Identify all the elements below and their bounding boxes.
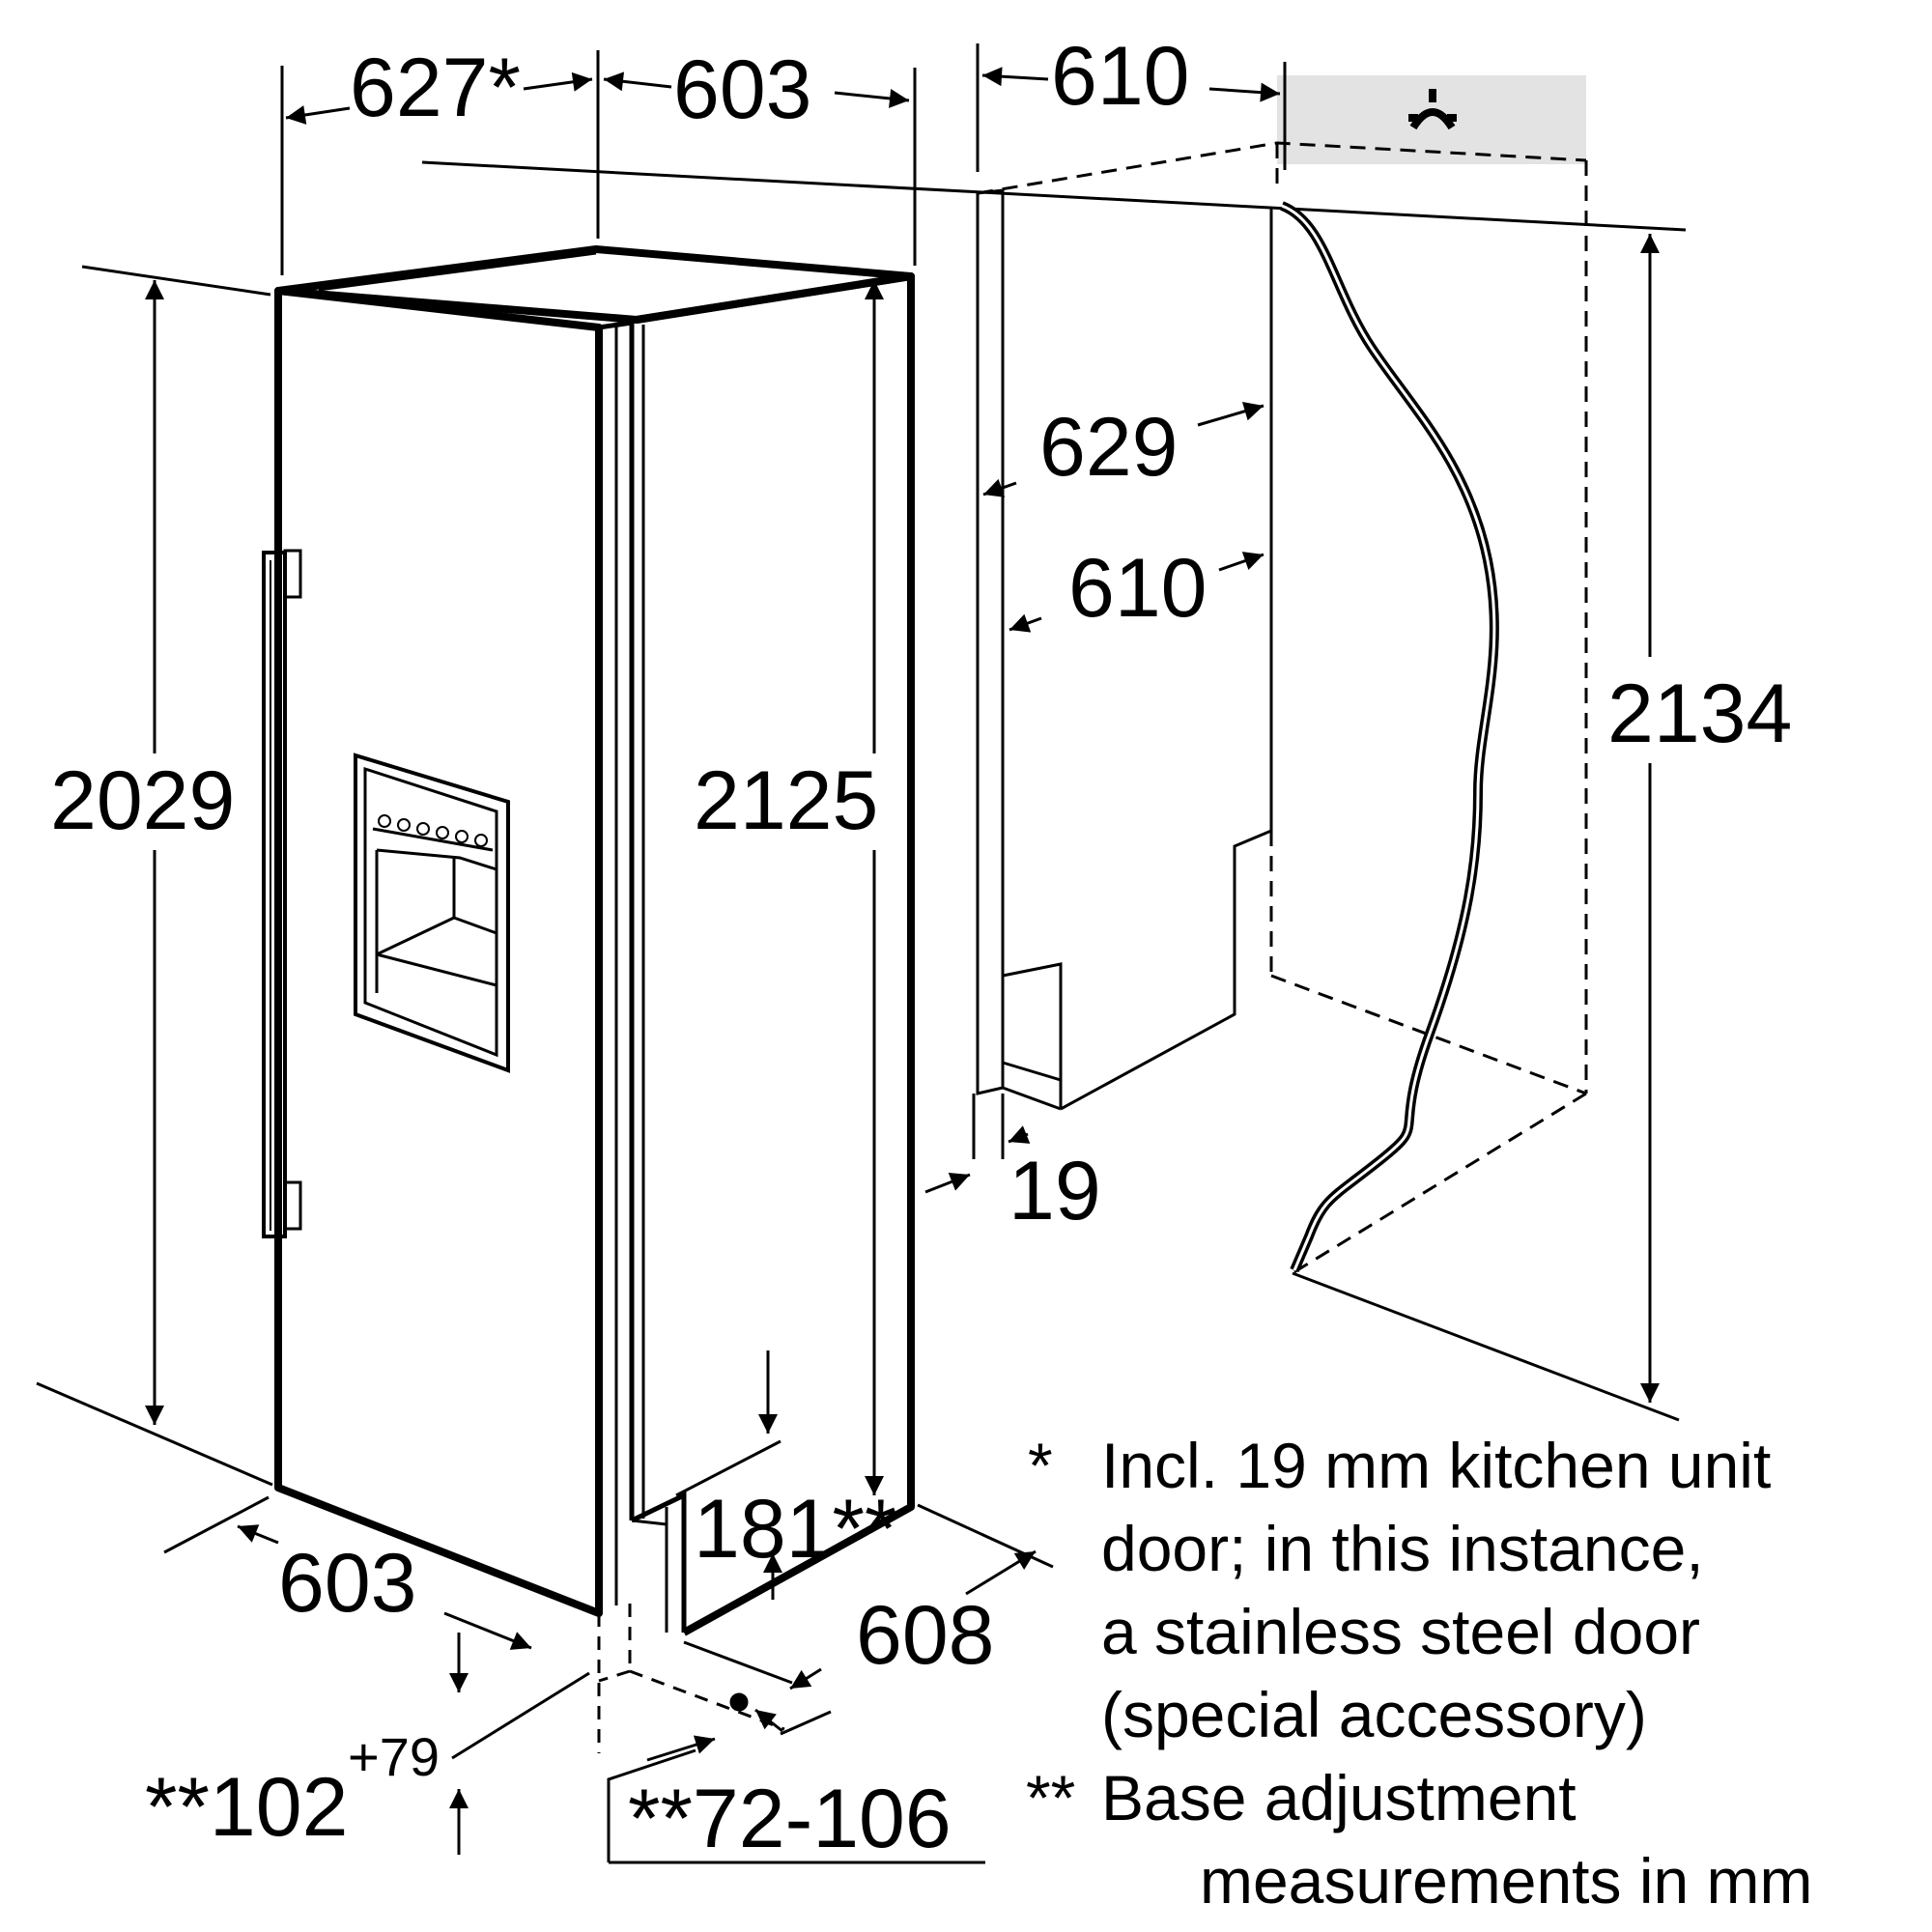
dim-niche-depth-outer: 629 (1039, 401, 1179, 494)
dispenser (354, 753, 510, 1073)
door-handle (262, 549, 302, 1238)
niche (421, 75, 1687, 1422)
note-star-line-1: Incl. 19 mm kitchen unit (1101, 1430, 1771, 1501)
dimension-labels: 627* 603 610 2029 2125 2134 629 610 19 6… (50, 30, 1792, 1865)
dim-bottom-width: 603 (278, 1537, 417, 1630)
dim-top-mid-width: 603 (673, 43, 812, 136)
dim-vent-height: 181** (694, 1483, 896, 1576)
dimension-lines (81, 43, 1660, 1864)
note-star-line-3: a stainless steel door (1101, 1596, 1700, 1667)
dim-door-thickness: 19 (1009, 1145, 1101, 1237)
note-star-line-4: (special accessory) (1101, 1679, 1647, 1750)
dim-height-door: 2125 (694, 754, 878, 847)
dim-height-left: 2029 (50, 754, 235, 847)
socket-icon (1408, 89, 1457, 130)
dim-top-niche-depth: 610 (1051, 30, 1190, 123)
power-cable (1279, 201, 1499, 1272)
footnotes: * Incl. 19 mm kitchen unit door; in this… (1026, 1430, 1813, 1917)
dim-base-front-sup: +79 (348, 1726, 440, 1787)
dim-base-side: **72-106 (628, 1773, 952, 1865)
note-units-line: measurements in mm (1200, 1845, 1813, 1917)
foot-marker (729, 1692, 749, 1712)
note-star-line-2: door; in this instance, (1101, 1513, 1704, 1584)
note-star-marker: * (1028, 1430, 1053, 1501)
dim-bottom-depth: 608 (856, 1589, 995, 1682)
fridge (36, 245, 1054, 1753)
note-dstar-marker: ** (1026, 1762, 1075, 1833)
dim-height-niche: 2134 (1607, 668, 1792, 760)
dim-base-front: **102 (145, 1761, 348, 1854)
dim-top-left-width: 627* (350, 42, 521, 134)
dispenser-buttons (378, 814, 488, 847)
note-dstar-line: Base adjustment (1101, 1762, 1577, 1833)
dim-niche-depth-inner: 610 (1068, 542, 1208, 635)
